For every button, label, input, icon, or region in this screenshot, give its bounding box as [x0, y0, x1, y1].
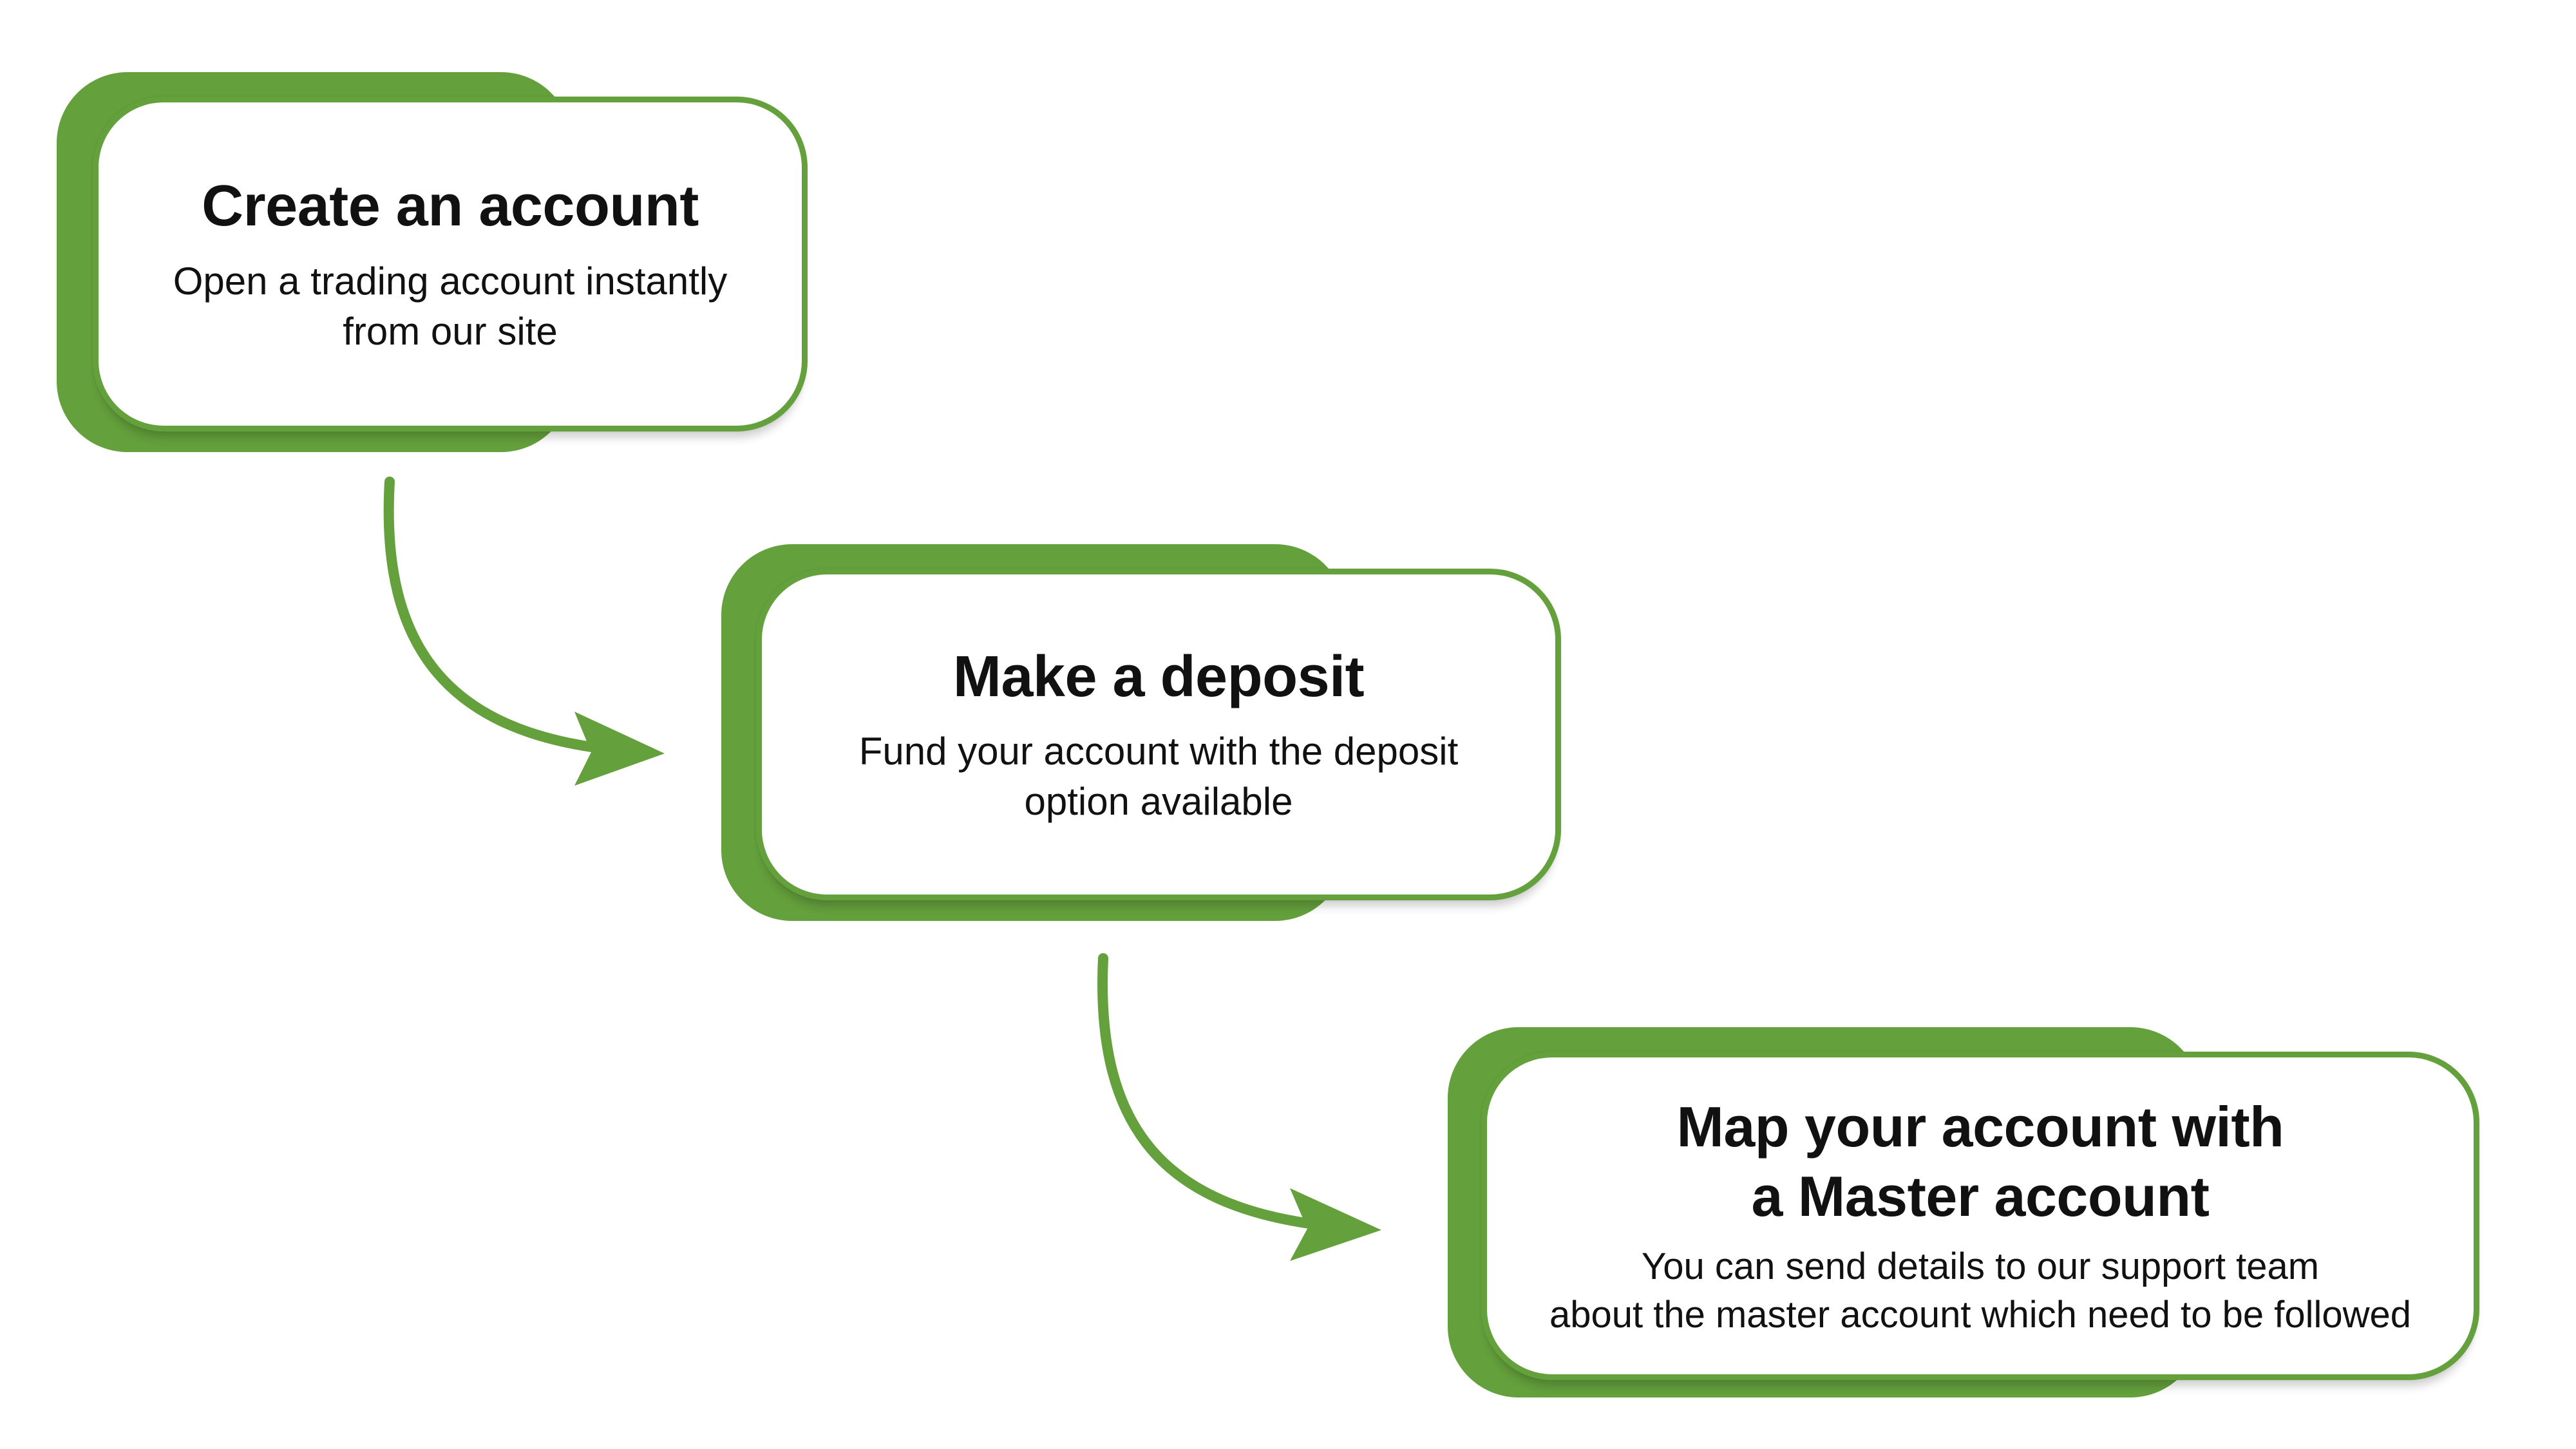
- arrow-step1-to-step2: [383, 477, 665, 786]
- step-description: Open a trading account instantly from ou…: [173, 259, 728, 353]
- step-create-account: Create an account Open a trading account…: [57, 72, 808, 452]
- step-map-master-account: Map your account with a Master account Y…: [1448, 1027, 2479, 1397]
- step-description: Fund your account with the deposit optio…: [858, 730, 1459, 824]
- step-card: Map your account with a Master account Y…: [1481, 1052, 2479, 1380]
- step-make-deposit: Make a deposit Fund your account with th…: [721, 544, 1561, 921]
- arrow-step2-to-step3: [1097, 953, 1381, 1261]
- step-title: Create an account: [202, 174, 699, 239]
- step-title: Make a deposit: [952, 644, 1365, 709]
- step-card: Create an account Open a trading account…: [93, 97, 808, 431]
- step-title: Map your account with a Master account: [1676, 1095, 2284, 1228]
- step-card: Make a deposit Fund your account with th…: [756, 569, 1561, 900]
- step-description: You can send details to our support team…: [1549, 1245, 2412, 1336]
